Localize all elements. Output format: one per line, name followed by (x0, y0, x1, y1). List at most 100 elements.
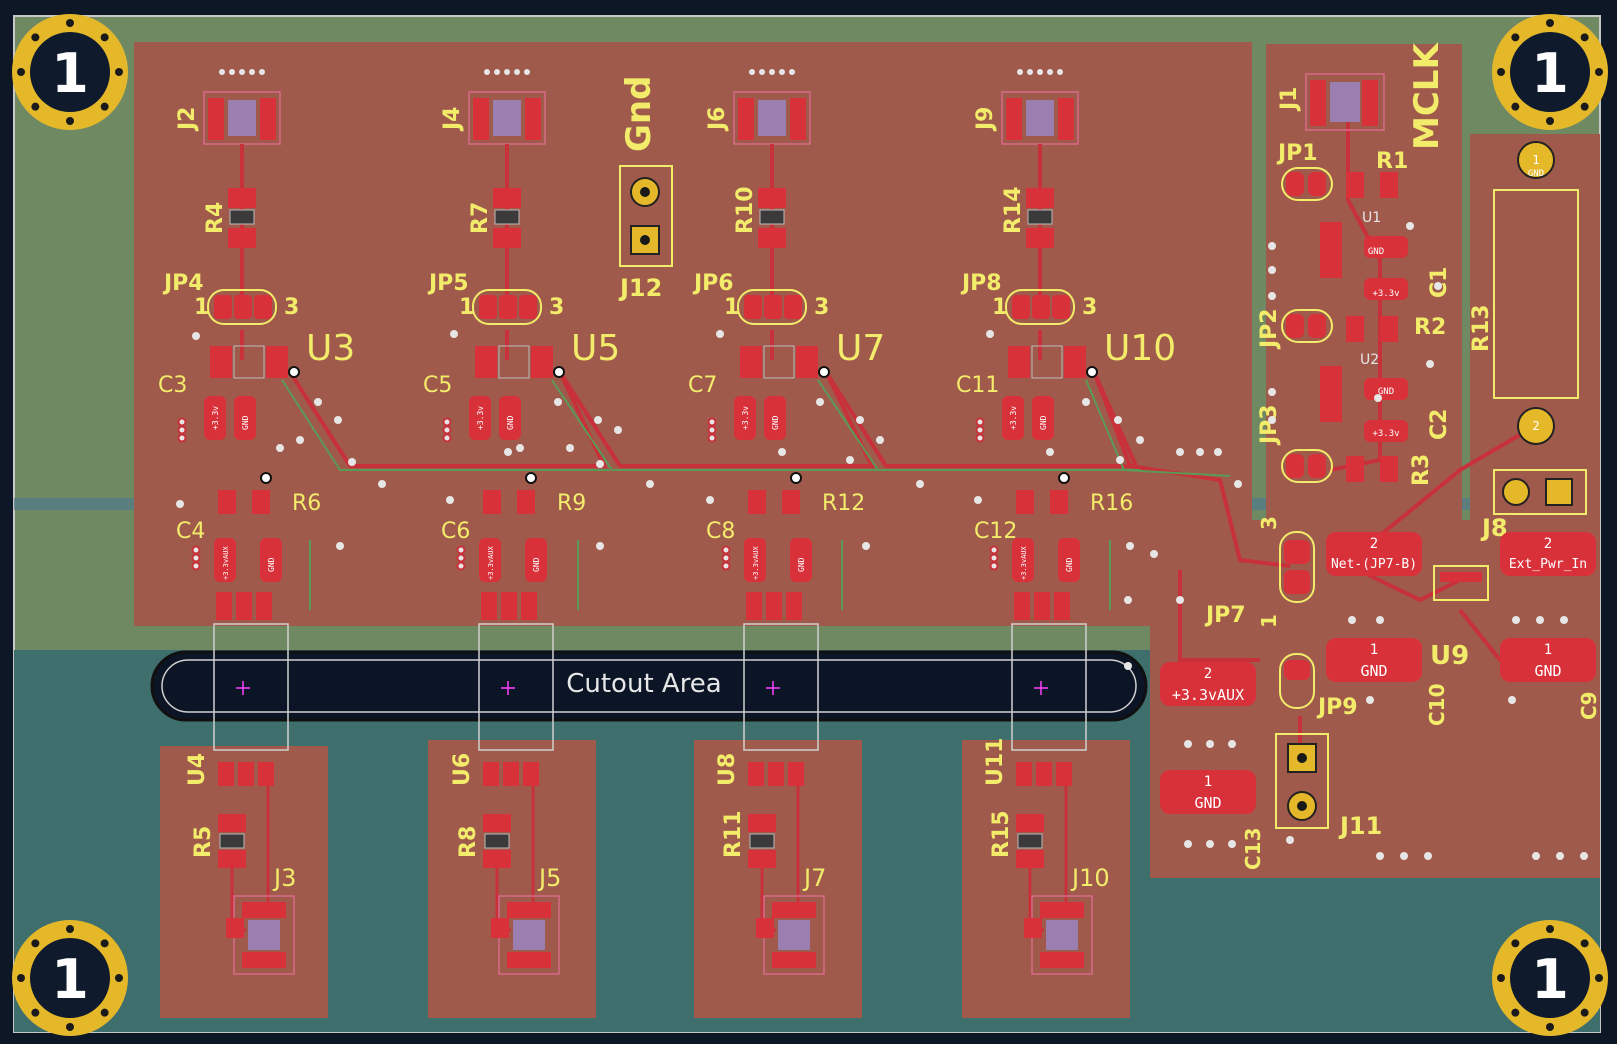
svg-text:C10: C10 (1425, 683, 1449, 726)
jumper-pin-1: 1 (724, 295, 739, 320)
main-copper-zone (134, 42, 1252, 626)
resistor-label: R7 (468, 202, 493, 234)
pad-net-label: GND (1039, 415, 1048, 430)
via (596, 542, 604, 550)
svg-text:GND: GND (1360, 662, 1387, 680)
via (1234, 480, 1242, 488)
net-jp7b-pad: 2 Net-(JP7-B) (1326, 532, 1422, 576)
jack-label: J4 (440, 107, 465, 133)
mclk-label: MCLK (1407, 42, 1447, 150)
pad-net-label: GND (532, 557, 541, 572)
pad-net-label: GND (1065, 557, 1074, 572)
via (1400, 852, 1408, 860)
gnd-header-j12: Gnd J12 (618, 76, 673, 302)
mount-hole-label: 1 (1531, 948, 1569, 1011)
j11-connector: J11 (1275, 733, 1382, 840)
via (378, 480, 386, 488)
mclk-jp1: JP1 (1276, 141, 1333, 201)
cap-label: C3 (158, 373, 187, 398)
via (1366, 696, 1374, 704)
svg-text:C2: C2 (1427, 409, 1452, 440)
resistor-label: R16 (1090, 491, 1133, 516)
via (348, 458, 356, 466)
via (1536, 616, 1544, 624)
pad-net-label: +3.3vAUX (222, 545, 230, 580)
mount-hole-label: 1 (51, 42, 89, 105)
mclk-jp3: JP3 (1257, 404, 1333, 483)
via (1228, 840, 1236, 848)
svg-text:J11: J11 (1338, 812, 1382, 840)
via (1184, 740, 1192, 748)
pad-net-label: +3.3v (741, 406, 750, 430)
via (862, 542, 870, 550)
jumper-pin-1: 1 (992, 295, 1007, 320)
via (1348, 616, 1356, 624)
mclk-jp2: JP2 (1257, 308, 1333, 350)
via (554, 398, 562, 406)
svg-text:1: 1 (1532, 153, 1539, 167)
pad-net-label: +3.3v (211, 406, 220, 430)
green-traces (281, 379, 1231, 610)
jack-label: J6 (705, 107, 730, 133)
resistor-label: R9 (557, 491, 586, 516)
pad-net-label: GND (506, 415, 515, 430)
svg-text:U1: U1 (1362, 210, 1381, 226)
jumper-label: JP5 (427, 271, 469, 296)
svg-text:JP9: JP9 (1316, 695, 1358, 720)
ic-label: U8 (715, 753, 740, 786)
jumper-pin-1: 1 (194, 295, 209, 320)
svg-text:C9: C9 (1577, 691, 1601, 720)
via (1508, 696, 1516, 704)
bottom-zone-3 (694, 740, 862, 1018)
bottom-zone-1 (160, 746, 328, 1018)
svg-text:R1: R1 (1376, 149, 1408, 174)
via (846, 456, 854, 464)
via (1176, 448, 1184, 456)
ic-label: U6 (450, 753, 475, 786)
pad-net-label: GND (241, 415, 250, 430)
via (856, 416, 864, 424)
mclk-u1: GND +3.3v U1 C1 (1320, 210, 1452, 300)
jumper-label: JP8 (960, 271, 1002, 296)
via (336, 542, 344, 550)
jack-label: J9 (973, 107, 998, 133)
via (1116, 456, 1124, 464)
via (974, 496, 982, 504)
cap-label: C4 (176, 519, 205, 544)
ext-pwr-pad: 2 Ext_Pwr_In (1500, 532, 1596, 576)
jp9-jumper: JP9 (1279, 653, 1358, 720)
cutout-area: Cutout Area (150, 650, 1148, 722)
jp7-jumper: 3 1 JP7 (1204, 516, 1315, 628)
jumper-pin-1: 1 (459, 295, 474, 320)
bottom-zone-4 (962, 740, 1130, 1018)
svg-text:JP2: JP2 (1257, 308, 1282, 350)
via (1114, 416, 1122, 424)
resistor-label: R14 (1001, 186, 1026, 234)
via (1268, 242, 1276, 250)
power-section: J8 2 Net-(JP7-B) 2 Ext_Pwr_In 3 1 JP7 U9… (1160, 469, 1601, 870)
cap-label: C6 (441, 519, 470, 544)
via (1424, 852, 1432, 860)
via (1376, 616, 1384, 624)
ic-label: U5 (571, 328, 620, 369)
via (1124, 596, 1132, 604)
cap-label: C11 (956, 373, 999, 398)
via (1214, 448, 1222, 456)
svg-text:R2: R2 (1414, 315, 1446, 340)
ic-label: U3 (306, 328, 355, 369)
svg-text:2: 2 (1204, 666, 1212, 682)
v33aux-pad: 2 +3.3vAUX (1160, 662, 1256, 706)
pad-net-label: GND (797, 557, 806, 572)
resistor-label: R8 (456, 826, 481, 858)
jack-label: J3 (272, 864, 296, 892)
via (1406, 222, 1414, 230)
svg-text:R3: R3 (1409, 454, 1434, 486)
mount-hole-label: 1 (1531, 42, 1569, 105)
jumper-label: JP4 (162, 271, 204, 296)
jack-label: J2 (175, 107, 200, 133)
via (646, 480, 654, 488)
mclk-r1: R1 (1346, 149, 1408, 198)
